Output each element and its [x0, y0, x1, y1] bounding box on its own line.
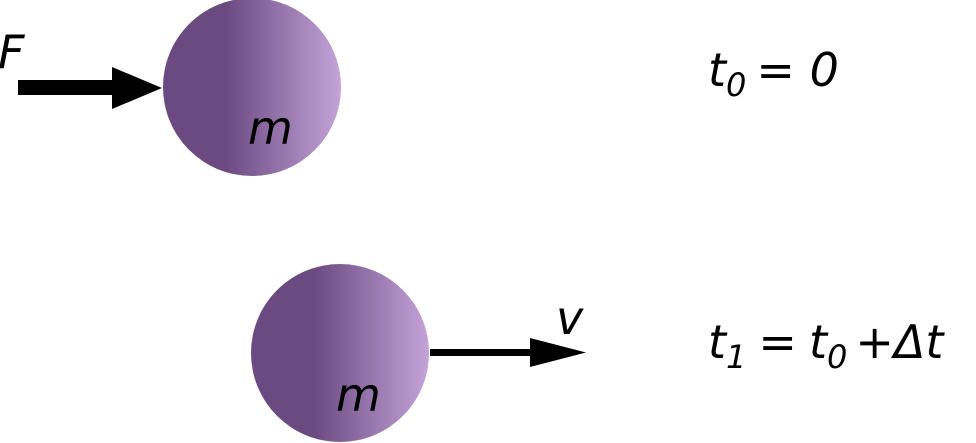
time-equation-top: t0 = 0 — [708, 43, 839, 104]
time-equation-bottom: t1=t0+Δt — [708, 315, 945, 376]
mass-label-top: m — [248, 101, 293, 155]
top-scene: F m t0 = 0 — [0, 0, 839, 176]
delta-t-term: +Δt — [855, 315, 945, 369]
time1-var: t — [708, 315, 728, 369]
velocity-label: v — [556, 291, 584, 345]
time1-subscript: 1 — [726, 338, 746, 376]
bottom-scene: m v t1=t0+Δt — [251, 264, 945, 442]
equals-sign: = — [758, 315, 797, 369]
time0-subscript: 0 — [827, 338, 847, 376]
force-arrow — [18, 67, 162, 109]
time-subscript: 0 — [726, 66, 746, 104]
mass-label-bottom: m — [336, 368, 381, 422]
time-var: t — [708, 43, 728, 97]
mass-ball-bottom — [251, 264, 429, 442]
velocity-arrow — [430, 338, 586, 367]
mass-ball-top — [163, 0, 341, 176]
time-rhs: = 0 — [756, 43, 838, 97]
time0-var: t — [809, 315, 829, 369]
force-label: F — [0, 25, 25, 79]
